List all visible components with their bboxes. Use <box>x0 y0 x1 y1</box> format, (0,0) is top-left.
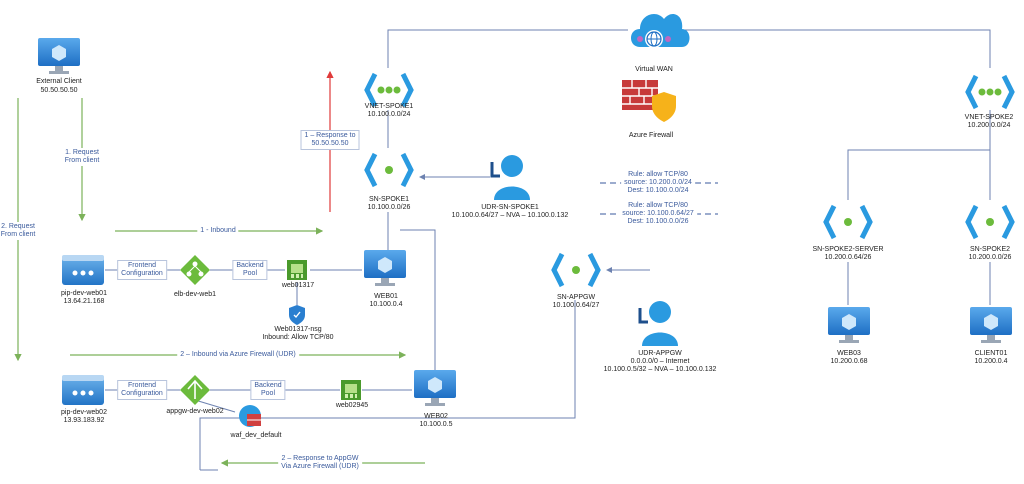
elb-label: elb-dev-web1 <box>173 291 217 298</box>
vnet-spoke1-icon <box>364 72 414 108</box>
nic-web01-icon <box>287 260 307 280</box>
flow-request-from-client-1: 1. Request From client <box>62 148 102 166</box>
external-client-label: External Client <box>36 78 82 85</box>
frontend-config-1: Frontend Configuration <box>117 260 167 280</box>
backend-pool-2: Backend Pool <box>250 380 286 400</box>
app-gateway-icon <box>180 375 210 405</box>
nsg-shield-icon <box>289 305 305 325</box>
virtual-wan-icon <box>631 14 690 48</box>
udr-sn-spoke1-route: 10.100.0.64/27 – NVA – 10.100.0.132 <box>451 212 569 219</box>
client01-server-icon <box>970 307 1012 343</box>
vnet-spoke2-cidr: 10.200.0.0/24 <box>967 122 1011 129</box>
appgw-label: appgw-dev-web02 <box>166 408 224 415</box>
flow-request-from-client-2: 2. Request From client <box>0 222 38 240</box>
web03-ip: 10.200.0.68 <box>830 358 868 365</box>
vnet-spoke1-cidr: 10.100.0.0/24 <box>367 111 411 118</box>
nic-web02-icon <box>341 380 361 400</box>
pip-web02-ip: 13.93.183.92 <box>63 417 105 424</box>
virtual-wan-label: Virtual WAN <box>635 66 673 73</box>
azure-firewall-label: Azure Firewall <box>628 132 674 139</box>
flow-inbound-2: 2 – Inbound via Azure Firewall (UDR) <box>177 351 299 359</box>
rule-dashes <box>600 182 718 215</box>
client01-label: CLIENT01 <box>974 350 1008 357</box>
nsg-label: Web01317-nsg <box>274 326 322 333</box>
sn-spoke2-server-cidr: 10.200.0.64/26 <box>824 254 872 261</box>
sn-spoke2-cidr: 10.200.0.0/26 <box>968 254 1012 261</box>
flow-inbound-1: 1 - Inbound <box>197 227 239 235</box>
external-client-ip: 50.50.50.50 <box>40 87 78 94</box>
backend-pool-1: Backend Pool <box>232 260 268 280</box>
pip-web01-ip: 13.64.21.168 <box>63 298 105 305</box>
waf-label: waf_dev_default <box>230 432 282 439</box>
sn-spoke2-server-label: SN-SPOKE2-SERVER <box>812 246 884 253</box>
udr-sn-spoke1-label: UDR-SN-SPOKE1 <box>481 204 539 211</box>
sn-spoke1-label: SN-SPOKE1 <box>368 196 410 203</box>
udr-appgw-icon <box>638 301 678 346</box>
sn-appgw-label: SN-APPGW <box>556 294 596 301</box>
sn-spoke2-label: SN-SPOKE2 <box>969 246 1011 253</box>
udr-appgw-route1: 0.0.0.0/0 – Internet <box>630 358 690 365</box>
frontend-config-2: Frontend Configuration <box>117 380 167 400</box>
sn-spoke1-icon <box>364 152 414 188</box>
pip-web02-label: pip-dev-web02 <box>61 409 107 416</box>
load-balancer-icon <box>180 255 210 285</box>
waf-icon <box>239 405 261 427</box>
pip-dev-web02-icon <box>62 375 104 405</box>
wan-connections <box>387 29 991 305</box>
web01-server-icon <box>364 250 406 286</box>
web01-ip: 10.100.0.4 <box>369 301 403 308</box>
sn-spoke2-server-icon <box>823 204 873 240</box>
firewall-rule-1: Rule: allow TCP/80 source: 10.200.0.0/24… <box>621 171 695 195</box>
sn-spoke2-icon <box>965 204 1015 240</box>
pip-dev-web01-icon <box>62 255 104 285</box>
nic-web02-label: web02945 <box>335 402 369 409</box>
pip-web01-label: pip-dev-web01 <box>61 290 107 297</box>
vnet-spoke1-label: VNET-SPOKE1 <box>364 103 414 110</box>
firewall-rule-2: Rule: allow TCP/80 source: 10.100.0.64/2… <box>619 202 697 226</box>
vnet-spoke2-icon <box>965 74 1015 110</box>
udr-sn-spoke1-icon <box>490 155 530 200</box>
nsg-rule: Inbound: Allow TCP/80 <box>262 334 334 341</box>
nic-web01-label: web01317 <box>281 282 315 289</box>
vnet-spoke2-label: VNET-SPOKE2 <box>964 114 1014 121</box>
external-client-icon <box>38 38 80 74</box>
flow-response-2: 2 – Response to AppGW Via Azure Firewall… <box>278 455 362 471</box>
web02-ip: 10.100.0.5 <box>419 421 453 428</box>
azure-firewall-icon <box>622 80 676 122</box>
web03-server-icon <box>828 307 870 343</box>
web03-label: WEB03 <box>837 350 861 357</box>
sn-appgw-icon <box>551 252 601 288</box>
client01-ip: 10.200.0.4 <box>974 358 1008 365</box>
udr-appgw-label: UDR-APPGW <box>638 350 682 357</box>
web01-label: WEB01 <box>374 293 398 300</box>
sn-appgw-cidr: 10.100.0.64/27 <box>552 302 600 309</box>
sn-spoke1-cidr: 10.100.0.0/26 <box>367 204 411 211</box>
udr-appgw-route2: 10.100.0.5/32 – NVA – 10.100.0.132 <box>603 366 717 373</box>
flow-response-1: 1 – Response to 50.50.50.50 <box>300 130 360 150</box>
web02-label: WEB02 <box>424 413 448 420</box>
web02-server-icon <box>414 370 456 406</box>
